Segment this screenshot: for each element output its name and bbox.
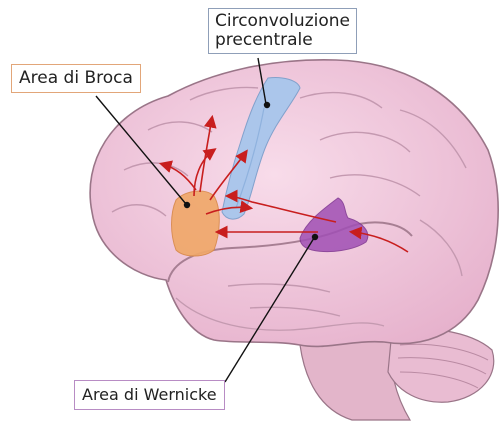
precentral-gyrus-label: Circonvoluzione precentrale <box>208 8 357 54</box>
broca-area-region <box>172 191 220 256</box>
broca-area-label: Area di Broca <box>11 64 141 93</box>
wernicke-area-label: Area di Wernicke <box>74 380 225 410</box>
cerebrum <box>90 60 498 347</box>
